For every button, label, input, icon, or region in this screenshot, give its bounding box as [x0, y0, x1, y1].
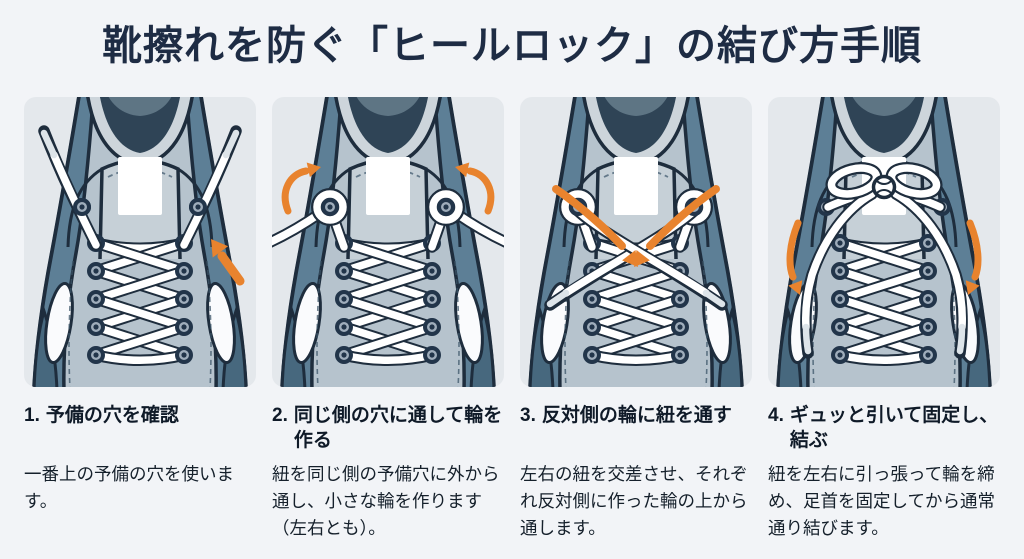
ankle-collar [334, 97, 442, 167]
steps-grid: 1. 予備の穴を確認 一番上の予備の穴を使います。 [0, 97, 1024, 542]
step-heading: 4. ギュッと引いて固定し、結ぶ [768, 403, 1000, 455]
step-column-3: 3. 反対側の輪に紐を通す 左右の紐を交差させ、それぞれ反対側に作った輪の上から… [520, 97, 752, 542]
step-number: 4. [768, 405, 784, 426]
sneaker-laces-crossed-through-opposite-loops [528, 97, 744, 387]
ankle-collar [86, 97, 194, 167]
step-heading: 1. 予備の穴を確認 [24, 403, 256, 455]
ankle-collar [582, 97, 690, 167]
step-column-1: 1. 予備の穴を確認 一番上の予備の穴を使います。 [24, 97, 256, 542]
ankle-collar [830, 97, 938, 167]
step-heading-text: 同じ側の穴に通して輪を作る [293, 405, 503, 452]
step-number: 2. [272, 405, 288, 426]
step-description: 紐を同じ側の予備穴に外から通し、小さな輪を作ります（左右とも）。 [272, 464, 500, 539]
step-heading: 3. 反対側の輪に紐を通す [520, 403, 752, 455]
bow-knot [871, 174, 897, 200]
shoe-base [528, 97, 744, 387]
step-column-2: 2. 同じ側の穴に通して輪を作る 紐を同じ側の予備穴に外から通し、小さな輪を作り… [272, 97, 504, 542]
tongue-label [614, 157, 658, 215]
orange-arrow-icon [211, 239, 245, 286]
tongue [346, 157, 430, 260]
step-heading: 2. 同じ側の穴に通して輪を作る [272, 403, 504, 455]
sneaker-top-view-empty-spare-eyelets [32, 97, 248, 387]
step-3-caption: 3. 反対側の輪に紐を通す 左右の紐を交差させ、それぞれ反対側に作った輪の上から… [520, 403, 752, 542]
orange-arrow-icon [281, 162, 495, 215]
orange-arrow-icon [786, 219, 982, 295]
step-1-illustration-panel [24, 97, 256, 387]
sneaker-finished-bow-knot [776, 97, 992, 387]
step2-overlay [272, 162, 504, 253]
tongue-label [366, 157, 410, 215]
step-column-4: 4. ギュッと引いて固定し、結ぶ 紐を左右に引っ張って輪を締め、足首を固定してか… [768, 97, 1000, 542]
header: 靴擦れを防ぐ「ヒールロック」の結び方手順 [0, 0, 1024, 67]
orange-arrow-icon [552, 185, 720, 267]
step-heading-text: 反対側の輪に紐を通す [541, 405, 732, 426]
step-2-illustration-panel [272, 97, 504, 387]
tongue [98, 157, 182, 260]
step-4-caption: 4. ギュッと引いて固定し、結ぶ 紐を左右に引っ張って輪を締め、足首を固定してか… [768, 403, 1000, 542]
step-heading-text: 予備の穴を確認 [45, 405, 179, 426]
step-description: 左右の紐を交差させ、それぞれ反対側に作った輪の上から通します。 [520, 464, 748, 539]
eyelets [817, 198, 951, 364]
shoe-base [280, 97, 496, 387]
criss-cross-laces [834, 237, 934, 366]
step-1-caption: 1. 予備の穴を確認 一番上の予備の穴を使います。 [24, 403, 256, 515]
page-title: 靴擦れを防ぐ「ヒールロック」の結び方手順 [102, 24, 922, 68]
step-number: 3. [520, 405, 536, 426]
step-number: 1. [24, 405, 40, 426]
step4-overlay [786, 162, 982, 359]
step-2-caption: 2. 同じ側の穴に通して輪を作る 紐を同じ側の予備穴に外から通し、小さな輪を作り… [272, 403, 504, 542]
step-description: 一番上の予備の穴を使います。 [24, 464, 234, 512]
step-3-illustration-panel [520, 97, 752, 387]
step-heading-text: ギュッと引いて固定し、結ぶ [789, 405, 999, 452]
sneaker-small-loops-at-spare-eyelets [272, 97, 504, 387]
step1-overlay [38, 125, 245, 286]
step-4-illustration-panel [768, 97, 1000, 387]
tongue-label [118, 157, 162, 215]
step-description: 紐を左右に引っ張って輪を締め、足首を固定してから通常通り結びます。 [768, 464, 995, 539]
shoe-base [776, 97, 992, 387]
step3-overlay [544, 185, 728, 311]
